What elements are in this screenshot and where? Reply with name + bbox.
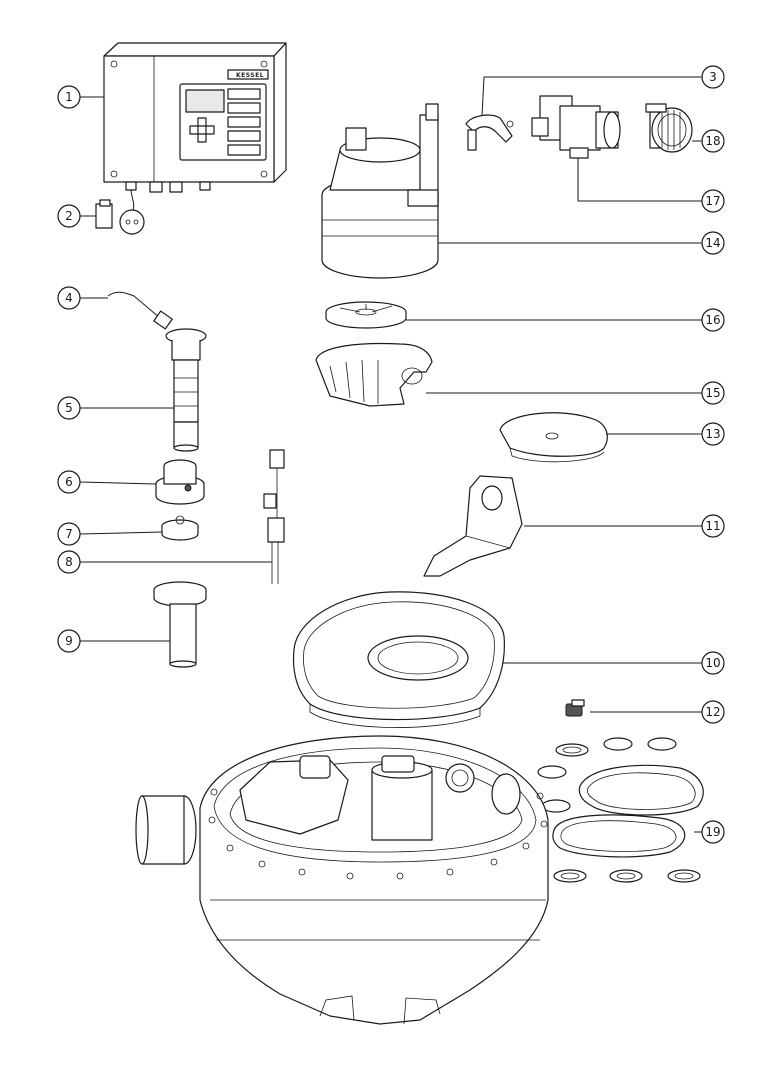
- part-clamp: [465, 114, 514, 151]
- callout-19: 19: [701, 820, 725, 844]
- callout-label: 12: [705, 705, 720, 719]
- callout-11: 11: [701, 514, 725, 538]
- callout-label: 4: [65, 291, 73, 305]
- part-level-sensor: [107, 291, 207, 452]
- callout-label: 1: [65, 90, 73, 104]
- callout-14: 14: [701, 231, 725, 255]
- brand-logo-text: KESSEL: [236, 72, 264, 79]
- part-probe: [263, 449, 285, 584]
- part-plug: [95, 199, 145, 235]
- callout-13: 13: [701, 422, 725, 446]
- part-flange: [155, 459, 205, 505]
- callout-16: 16: [701, 308, 725, 332]
- part-cap: [161, 515, 199, 541]
- callout-17: 17: [701, 189, 725, 213]
- callout-7: 7: [57, 522, 81, 546]
- callout-5: 5: [57, 396, 81, 420]
- part-lid-cover: [499, 412, 608, 463]
- callout-label: 16: [705, 313, 720, 327]
- leader-lines: [79, 76, 702, 833]
- part-control-unit: KESSEL: [103, 42, 287, 213]
- callout-label: 5: [65, 401, 73, 415]
- part-seal-set: [537, 737, 704, 883]
- part-sleeve: [153, 581, 207, 668]
- part-impeller: [325, 301, 407, 329]
- part-pump-unit: [321, 103, 439, 279]
- part-main-tank: [135, 735, 549, 1025]
- part-valve-assembly: [531, 95, 621, 159]
- callout-6: 6: [57, 470, 81, 494]
- callout-label: 2: [65, 209, 73, 223]
- callout-18: 18: [701, 129, 725, 153]
- callout-label: 9: [65, 634, 73, 648]
- callout-12: 12: [701, 700, 725, 724]
- part-clip: [565, 699, 585, 717]
- callout-label: 13: [705, 427, 720, 441]
- callout-label: 3: [709, 70, 717, 84]
- part-basket: [315, 342, 433, 407]
- part-gasket-frame: [292, 591, 505, 728]
- callout-label: 15: [705, 386, 720, 400]
- callout-1: 1: [57, 85, 81, 109]
- part-bellows: [645, 103, 693, 153]
- callout-label: 7: [65, 527, 73, 541]
- callout-label: 14: [705, 236, 720, 250]
- callout-label: 6: [65, 475, 73, 489]
- callout-label: 8: [65, 555, 73, 569]
- callout-8: 8: [57, 550, 81, 574]
- part-chute: [423, 475, 523, 577]
- callout-3: 3: [701, 65, 725, 89]
- callout-9: 9: [57, 629, 81, 653]
- callout-10: 10: [701, 651, 725, 675]
- callout-label: 11: [705, 519, 720, 533]
- callout-2: 2: [57, 204, 81, 228]
- callout-4: 4: [57, 286, 81, 310]
- callout-15: 15: [701, 381, 725, 405]
- callout-label: 17: [705, 194, 720, 208]
- callout-label: 10: [705, 656, 720, 670]
- callout-label: 19: [705, 825, 720, 839]
- callout-label: 18: [705, 134, 720, 148]
